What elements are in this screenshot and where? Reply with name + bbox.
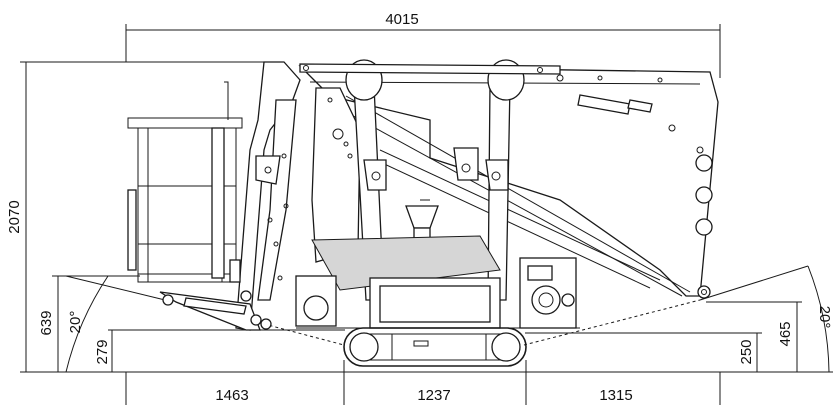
front-clearance-height-label: 279 xyxy=(94,339,111,364)
basket-floor-height-label: 639 xyxy=(38,310,55,335)
overall-length-label: 4015 xyxy=(385,11,418,28)
machine xyxy=(127,59,719,367)
rear-angle-label: 20° xyxy=(816,306,833,329)
front-overhang-label: 1463 xyxy=(215,387,248,404)
crawler-track xyxy=(343,327,527,367)
rear-height-label: 465 xyxy=(777,321,794,346)
upper-links xyxy=(299,63,561,75)
rear-boom xyxy=(298,65,719,299)
rear-overhang-label: 1315 xyxy=(599,387,632,404)
overall-height-label: 2070 xyxy=(6,200,23,233)
front-boom xyxy=(159,61,301,331)
front-angle-label: 20° xyxy=(67,311,84,334)
work-basket xyxy=(127,81,243,283)
dimension-labels: 4015 2070 639 279 250 465 20° 20° 1463 1… xyxy=(6,11,833,404)
track-length-label: 1237 xyxy=(417,387,450,404)
mast-plates xyxy=(311,87,361,263)
track-height-label: 250 xyxy=(738,339,755,364)
dimension-lines xyxy=(20,24,833,405)
chassis xyxy=(295,235,580,329)
